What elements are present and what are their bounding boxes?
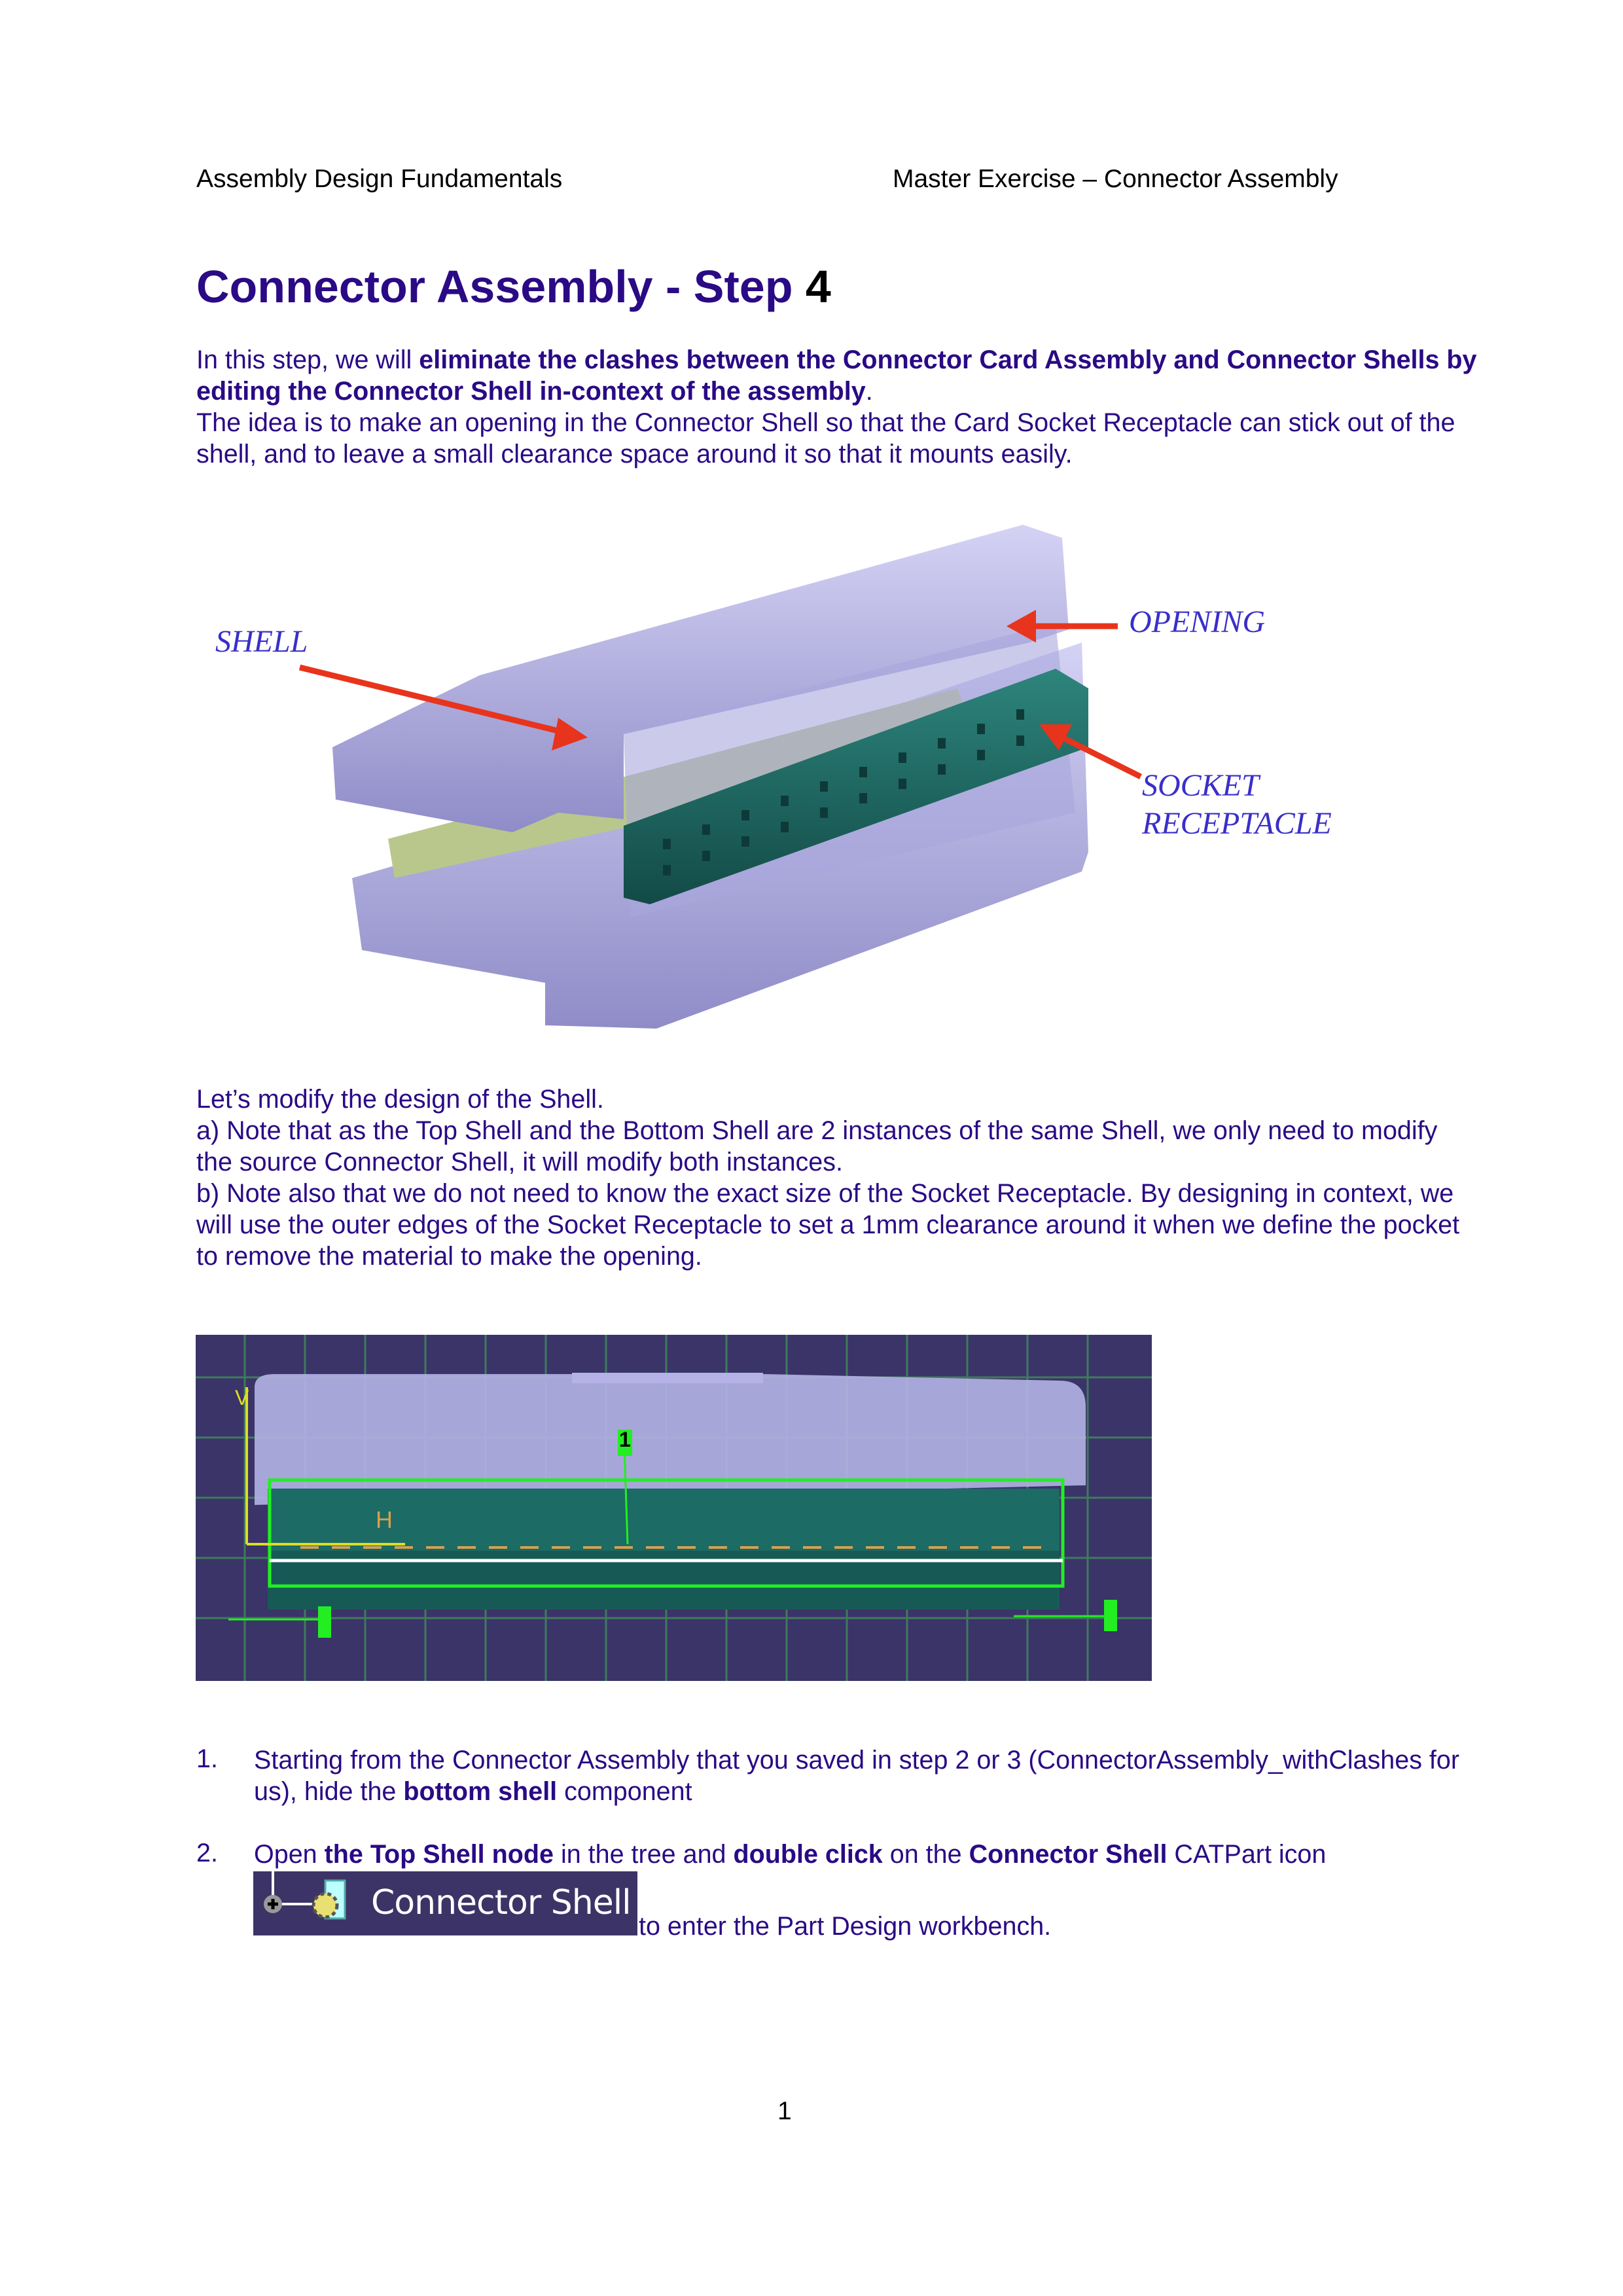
page-title: Connector Assembly - Step 4 <box>196 260 831 313</box>
assembly-render <box>298 525 1143 1029</box>
top-shell <box>332 525 1069 832</box>
sketch-render <box>196 1335 1152 1681</box>
intro-bold: eliminate the clashes between the Connec… <box>196 345 1477 406</box>
intro-paragraph: In this step, we will eliminate the clas… <box>196 344 1479 470</box>
socket-receptacle <box>624 669 1088 904</box>
header-right: Master Exercise – Connector Assembly <box>893 165 1338 193</box>
coincidence-constraint-label: 1 <box>619 1428 631 1451</box>
header-left: Assembly Design Fundamentals <box>196 165 563 193</box>
intro-idea: The idea is to make an opening in the Co… <box>196 408 1455 468</box>
pocket-profile <box>268 1478 1065 1588</box>
vertical-constraint-label: V <box>235 1386 249 1409</box>
note-a: a) Note that as the Top Shell and the Bo… <box>196 1116 1438 1176</box>
step-2-continuation: to enter the Part Design workbench. <box>639 1912 1052 1941</box>
step-1-number: 1. <box>196 1744 218 1773</box>
page-number: 1 <box>777 2097 792 2125</box>
socket-arrow <box>1060 734 1143 780</box>
tree-node-label: Connector Shell <box>371 1883 632 1922</box>
shell-profile <box>255 1374 1086 1505</box>
note-b: b) Note also that we do not need to know… <box>196 1179 1460 1271</box>
title-text: Connector Assembly - Step <box>196 261 806 312</box>
step-2-number: 2. <box>196 1839 218 1867</box>
modify-paragraph: Let’s modify the design of the Shell.a) … <box>196 1084 1479 1272</box>
sketch-figure: H V 1 <box>196 1335 1152 1681</box>
step-1-text: Starting from the Connector Assembly tha… <box>254 1746 1460 1806</box>
tree-node-connector-shell[interactable]: Connector Shell <box>253 1871 637 1935</box>
intro-end: . <box>865 377 873 406</box>
step-2-text: Open the Top Shell node in the tree and … <box>254 1840 1327 1869</box>
shell-arrow <box>298 664 573 737</box>
opening-label: OPENING <box>1129 605 1265 639</box>
modify-intro: Let’s modify the design of the Shell. <box>196 1085 604 1114</box>
intro-text: In this step, we will <box>196 345 419 374</box>
horizontal-constraint-label: H <box>376 1506 393 1533</box>
gear-icon <box>312 1892 339 1919</box>
shell-label: SHELL <box>215 624 308 659</box>
title-step-number: 4 <box>805 261 831 312</box>
tree-expand-and-part-icon <box>264 1871 346 1920</box>
